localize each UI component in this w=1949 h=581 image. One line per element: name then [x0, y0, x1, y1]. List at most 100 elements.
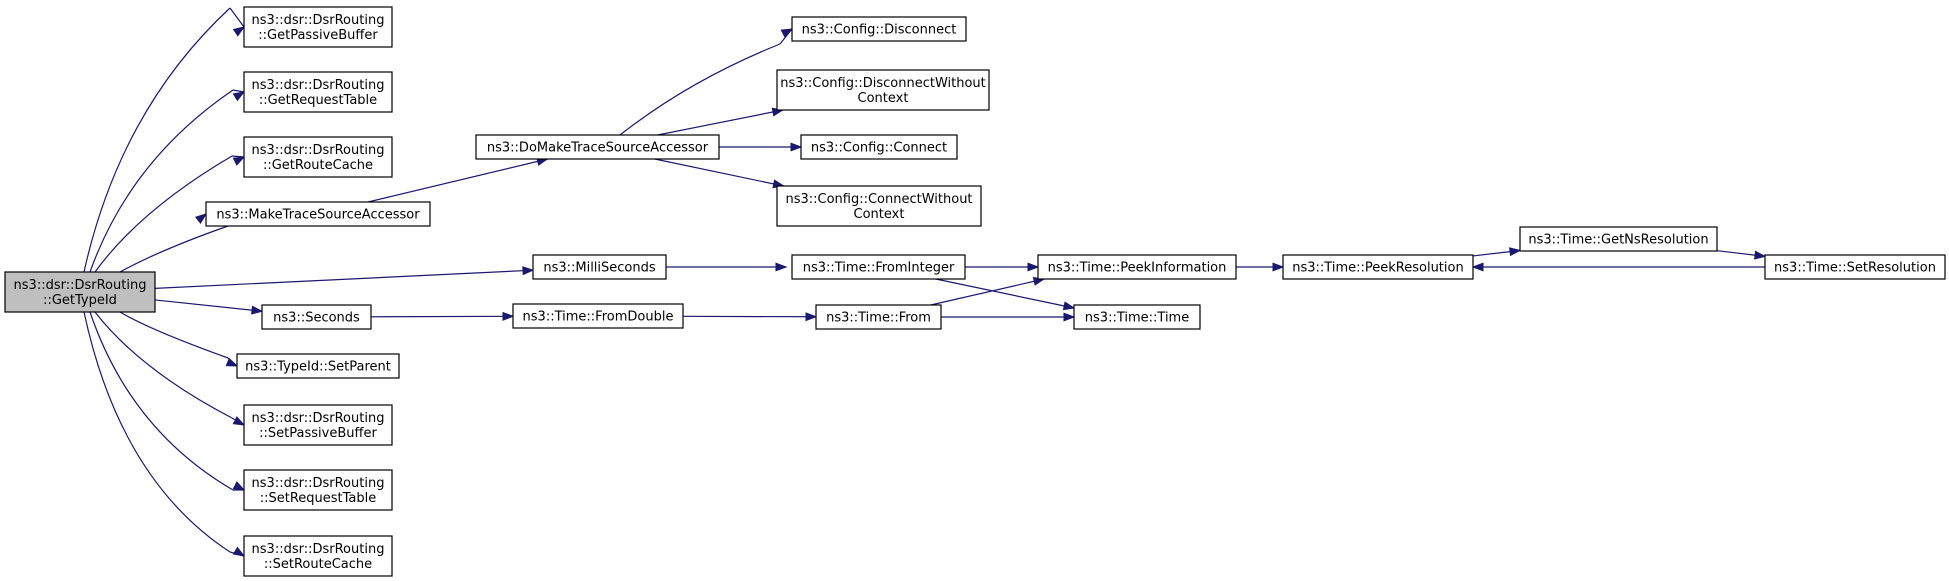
edge-peekInformation-to-peekResolution [1236, 262, 1285, 272]
edge-line-end [231, 155, 245, 158]
node-label: ns3::Time::FromInteger [803, 261, 955, 276]
edge-line [370, 315, 514, 318]
node-configDisconnect[interactable]: ns3::Config::Disconnect [791, 16, 967, 42]
node-label: ns3::dsr::DsrRouting [252, 143, 385, 158]
node-timeFromDouble[interactable]: ns3::Time::FromDouble [512, 303, 684, 329]
edge-line [83, 7, 231, 273]
edge-arrowhead [232, 91, 246, 102]
edge-line [94, 155, 233, 273]
edge-doMakeTraceSourceAccessor-to-configConnect [719, 142, 803, 152]
edge-arrowhead [1754, 250, 1767, 260]
node-configConnect[interactable]: ns3::Config::Connect [800, 134, 958, 160]
edge-arrowhead [522, 266, 535, 276]
node-milliSeconds[interactable]: ns3::MilliSeconds [532, 254, 667, 280]
edge-doMakeTraceSourceAccessor-to-configConnectWithoutContext [654, 158, 785, 189]
edge-line-end [229, 551, 245, 557]
edge-line [930, 278, 1045, 306]
node-peekInformation[interactable]: ns3::Time::PeekInformation [1037, 254, 1237, 280]
edge-arrowhead [232, 26, 246, 37]
node-box [776, 69, 990, 111]
edge-arrowhead [805, 312, 818, 322]
node-label: ns3::Time::Time [1085, 311, 1189, 326]
node-label: Context [854, 207, 905, 222]
edge-arrowhead [1509, 247, 1522, 257]
edge-line [89, 89, 234, 273]
edge-line [83, 311, 231, 553]
node-box [243, 469, 393, 511]
node-makeTraceSourceAccessor[interactable]: ns3::MakeTraceSourceAccessor [205, 201, 431, 227]
node-root[interactable]: ns3::dsr::DsrRouting::GetTypeId [4, 271, 156, 313]
edge-line-end [227, 357, 238, 367]
node-setParent[interactable]: ns3::TypeId::SetParent [236, 353, 400, 379]
node-box [791, 254, 966, 280]
edge-doMakeTraceSourceAccessor-to-configDisconnect [619, 28, 794, 136]
edge-arrowhead [1272, 262, 1285, 272]
node-timeTime[interactable]: ns3::Time::Time [1073, 304, 1201, 330]
node-getRouteCache[interactable]: ns3::dsr::DsrRouting::GetRouteCache [243, 136, 393, 178]
node-label: ns3::dsr::DsrRouting [252, 476, 385, 491]
edge-root-to-seconds [154, 299, 264, 315]
edge-root-to-setRouteCache [83, 311, 246, 557]
node-getNsResolution[interactable]: ns3::Time::GetNsResolution [1519, 226, 1718, 252]
node-box [243, 404, 393, 446]
node-timeFromInteger[interactable]: ns3::Time::FromInteger [791, 254, 966, 280]
node-label: ns3::Time::GetNsResolution [1528, 233, 1708, 248]
node-box [1764, 254, 1946, 280]
node-box [1519, 226, 1718, 252]
node-doMakeTraceSourceAccessor[interactable]: ns3::DoMakeTraceSourceAccessor [475, 134, 720, 160]
node-box [261, 304, 372, 330]
node-label: ns3::Config::DisconnectWithout [780, 76, 986, 91]
node-label: ns3::dsr::DsrRouting [252, 411, 385, 426]
node-seconds[interactable]: ns3::Seconds [261, 304, 372, 330]
edge-root-to-milliSeconds [154, 266, 535, 289]
edge-root-to-getRequestTable [89, 89, 246, 273]
node-setResolution[interactable]: ns3::Time::SetResolution [1764, 254, 1946, 280]
node-box [532, 254, 667, 280]
node-box [512, 303, 684, 329]
node-label: ns3::Time::FromDouble [523, 310, 674, 325]
node-timeFrom[interactable]: ns3::Time::From [815, 304, 942, 330]
node-label: ns3::Time::From [826, 311, 931, 326]
edge-timeFromDouble-to-timeFrom [682, 312, 818, 322]
edge-timeFromInteger-to-peekInformation [965, 262, 1040, 272]
node-label: ns3::Time::PeekInformation [1048, 261, 1227, 276]
node-box [243, 71, 393, 113]
node-label: ns3::dsr::DsrRouting [252, 542, 385, 557]
node-getRequestTable[interactable]: ns3::dsr::DsrRouting::GetRequestTable [243, 71, 393, 113]
node-label: ns3::MakeTraceSourceAccessor [216, 208, 420, 223]
node-label: ns3::MilliSeconds [543, 261, 656, 276]
node-setRequestTable[interactable]: ns3::dsr::DsrRouting::SetRequestTable [243, 469, 393, 511]
edge-arrowhead [775, 262, 788, 272]
node-label: ns3::Time::PeekResolution [1292, 261, 1463, 276]
node-setPassiveBuffer[interactable]: ns3::dsr::DsrRouting::SetPassiveBuffer [243, 404, 393, 446]
node-box [236, 353, 400, 379]
edge-arrowhead [1027, 262, 1040, 272]
edge-line [657, 109, 783, 136]
node-label: ::SetRouteCache [264, 557, 372, 572]
node-label: ::GetTypeId [43, 293, 117, 308]
node-label: ::GetRequestTable [259, 93, 377, 108]
node-getPassiveBuffer[interactable]: ns3::dsr::DsrRouting::GetPassiveBuffer [243, 6, 393, 48]
edge-line-end [229, 7, 245, 28]
node-box [1282, 254, 1474, 280]
edge-makeTraceSourceAccessor-to-doMakeTraceSourceAccessor [367, 157, 549, 203]
edge-line [94, 311, 233, 419]
edge-line [619, 43, 781, 136]
node-peekResolution[interactable]: ns3::Time::PeekResolution [1282, 254, 1474, 280]
edge-root-to-setParent [119, 311, 239, 367]
edge-arrowhead [1471, 262, 1484, 272]
node-label: ::SetRequestTable [260, 491, 377, 506]
edge-arrowhead [194, 213, 208, 225]
edge-milliSeconds-to-timeFromInteger [666, 262, 788, 272]
node-label: ::GetRouteCache [263, 158, 373, 173]
edge-line [654, 158, 784, 187]
edge-line [119, 311, 229, 359]
node-setRouteCache[interactable]: ns3::dsr::DsrRouting::SetRouteCache [243, 535, 393, 577]
edge-root-to-setRequestTable [89, 311, 246, 491]
edge-getNsResolution-to-setResolution [1716, 250, 1767, 260]
edge-setResolution-to-peekResolution [1471, 262, 1765, 272]
edge-line [154, 299, 263, 312]
node-box [1037, 254, 1237, 280]
